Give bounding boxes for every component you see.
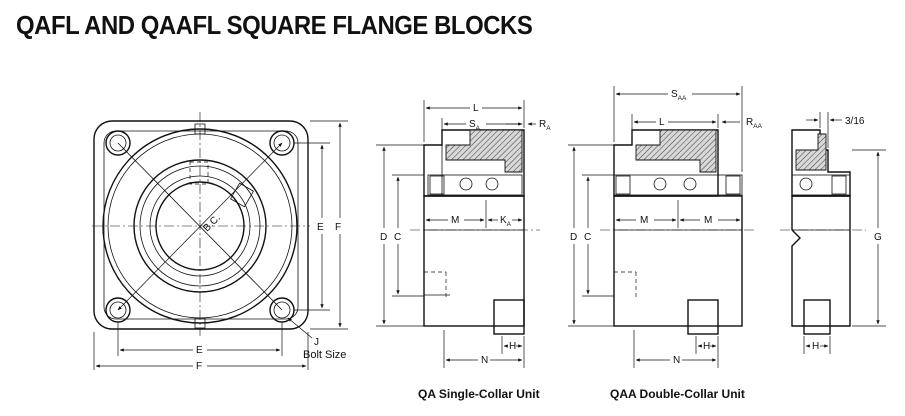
double-collar-view: SAA L RAA D C M M N H bbox=[568, 86, 763, 368]
dim-f-horizontal: F bbox=[196, 361, 202, 372]
dim-h: H bbox=[509, 341, 516, 352]
flange-outline bbox=[93, 120, 309, 330]
dim-raa: RAA bbox=[746, 117, 763, 130]
dim-ra: RA bbox=[539, 119, 551, 132]
dim-c-double: C bbox=[584, 232, 591, 243]
side-section bbox=[795, 133, 827, 171]
set-screw bbox=[230, 182, 254, 208]
dim-e-vertical: E bbox=[317, 222, 324, 233]
bolt-size-leader bbox=[287, 317, 313, 339]
front-view: B.C. E F E F J Bolt Size bbox=[92, 112, 348, 372]
dim-j: J bbox=[314, 337, 319, 348]
dim-d: D bbox=[380, 232, 387, 243]
dim-ka: KA bbox=[500, 215, 512, 228]
page-title: QAFL AND QAAFL SQUARE FLANGE BLOCKS bbox=[16, 10, 533, 40]
dim-m2-double: M bbox=[704, 215, 712, 226]
housing-section-double bbox=[635, 129, 717, 173]
dim-l-double: L bbox=[659, 117, 665, 128]
dim-l: L bbox=[473, 103, 479, 114]
dim-e-horizontal: E bbox=[196, 345, 203, 356]
dim-f-vertical: F bbox=[335, 222, 341, 233]
dim-3-16: 3/16 bbox=[845, 116, 865, 127]
dim-m1-double: M bbox=[640, 215, 648, 226]
flange-inner-edge bbox=[103, 130, 299, 320]
dim-saa: SAA bbox=[671, 89, 687, 102]
housing-section bbox=[445, 129, 523, 173]
flange-plate-double bbox=[613, 195, 743, 327]
dim-g: G bbox=[874, 232, 882, 243]
dim-c: C bbox=[394, 232, 401, 243]
caption-double-collar: QAA Double-Collar Unit bbox=[610, 387, 745, 401]
dim-n: N bbox=[481, 355, 488, 366]
dim-d-double: D bbox=[570, 232, 577, 243]
pilot-double bbox=[687, 299, 719, 335]
set-screw-hidden bbox=[189, 161, 209, 185]
side-view: 3/16 G H bbox=[780, 112, 886, 354]
single-collar-view: L SA RA D C M KA N H bbox=[376, 100, 551, 368]
flange-plate bbox=[423, 195, 525, 327]
pilot bbox=[493, 299, 525, 335]
bc-label: B.C. bbox=[201, 213, 223, 235]
bearing bbox=[427, 174, 523, 196]
caption-single-collar: QA Single-Collar Unit bbox=[418, 387, 540, 401]
side-plate-broken bbox=[791, 195, 851, 327]
dim-m: M bbox=[451, 215, 459, 226]
bolt-size-label: Bolt Size bbox=[303, 349, 346, 361]
dim-n-double: N bbox=[673, 355, 680, 366]
dim-h-side: H bbox=[812, 341, 819, 352]
bearing-double bbox=[613, 174, 743, 196]
dim-sa: SA bbox=[469, 119, 481, 132]
dim-h-double: H bbox=[703, 341, 710, 352]
